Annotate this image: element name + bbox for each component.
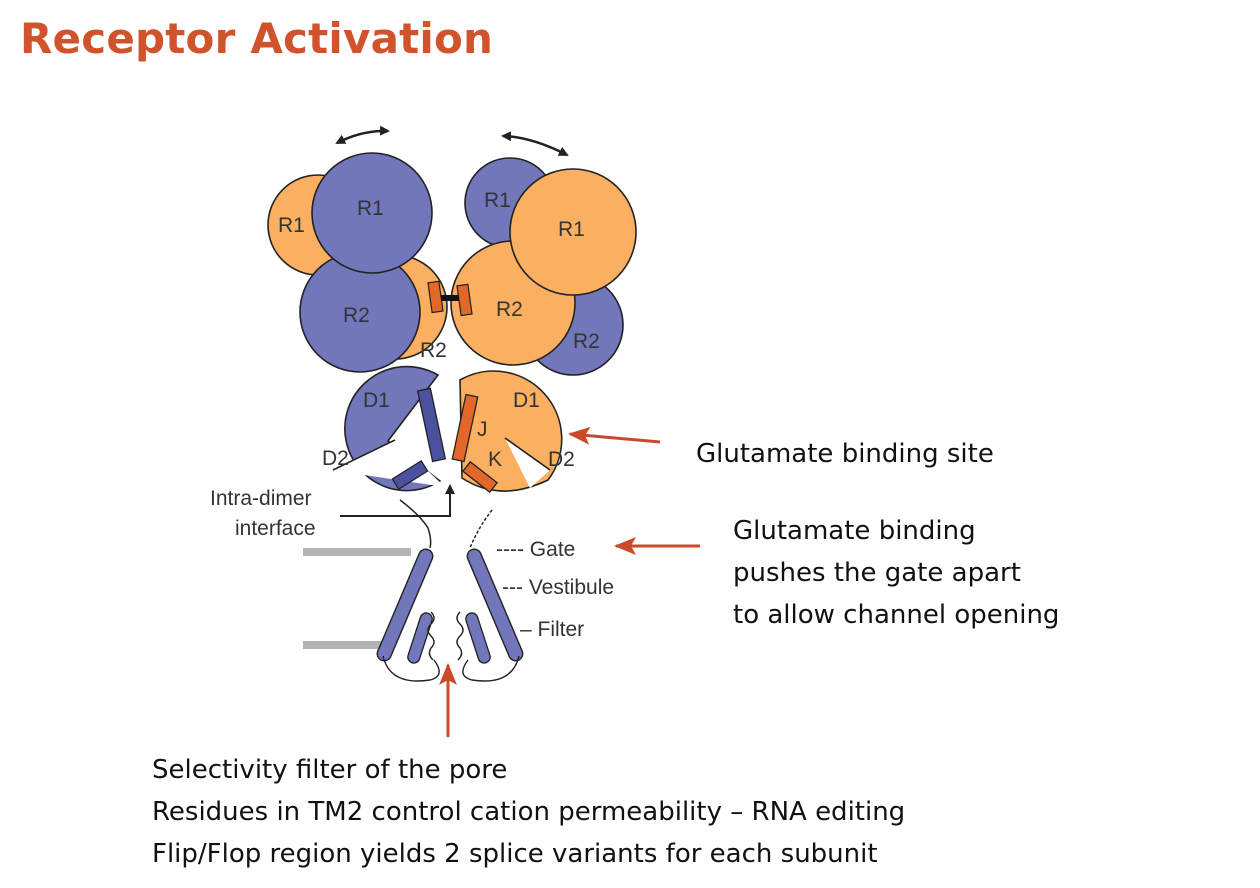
label-right-d2: D2 bbox=[548, 448, 575, 471]
right-bottom-loop bbox=[462, 655, 520, 682]
left-m2-helix bbox=[407, 612, 433, 664]
binding-site-text: Glutamate binding site bbox=[696, 439, 994, 469]
label-left-front-r1: R1 bbox=[357, 197, 384, 220]
left-dimer bbox=[267, 152, 448, 373]
helix-j bbox=[451, 393, 479, 463]
binding-site-arrow bbox=[568, 426, 661, 445]
label-helix-j: J bbox=[477, 418, 488, 441]
membrane-bottom bbox=[303, 641, 381, 649]
filter-note-1: Selectivity filter of the pore bbox=[152, 755, 508, 785]
left-linker bbox=[399, 499, 432, 549]
ntd-contact bbox=[427, 280, 473, 317]
label-right-front-r2: R2 bbox=[496, 298, 523, 321]
left-filter-loop bbox=[427, 611, 435, 661]
helix-k bbox=[461, 460, 499, 494]
left-lbd-helix-1 bbox=[416, 387, 447, 463]
gate-annotation: Glutamate binding pushes the gate apart … bbox=[733, 510, 1059, 636]
right-dimer bbox=[450, 157, 637, 376]
right-linker bbox=[469, 509, 493, 549]
left-lbd-helix-2 bbox=[391, 460, 429, 490]
label-right-back-r2: R2 bbox=[573, 330, 600, 353]
right-front-r1-lobe bbox=[509, 168, 637, 296]
gate-annotation-line2: pushes the gate apart bbox=[733, 558, 1021, 588]
membrane-top bbox=[303, 548, 411, 556]
gate-label: ---- Gate bbox=[496, 538, 575, 561]
vestibule-label: --- Vestibule bbox=[502, 576, 614, 599]
ntd-helix-left bbox=[427, 280, 444, 314]
filter-annotation: Selectivity filter of the pore Residues … bbox=[152, 749, 905, 875]
right-filter-loop bbox=[456, 611, 464, 661]
label-left-d2: D2 bbox=[322, 447, 349, 470]
label-right-back-r1: R1 bbox=[484, 189, 511, 212]
left-rotation-arrow bbox=[335, 125, 390, 145]
filter-label: – Filter bbox=[520, 618, 584, 641]
gate-annotation-line1: Glutamate binding bbox=[733, 516, 976, 546]
left-m3-helix bbox=[376, 548, 434, 662]
label-left-back-r1: R1 bbox=[278, 214, 305, 237]
slide-title: Receptor Activation bbox=[20, 14, 494, 63]
filter-note-3: Flip/Flop region yields 2 splice variant… bbox=[152, 839, 878, 869]
right-rotation-arrow bbox=[501, 131, 569, 157]
label-right-front-r1: R1 bbox=[558, 218, 585, 241]
gate-annotation-line3: to allow channel opening bbox=[733, 600, 1060, 630]
binding-site-annotation: Glutamate binding site bbox=[696, 433, 994, 475]
label-right-d1: D1 bbox=[513, 389, 540, 412]
right-lbd-cleft bbox=[505, 438, 550, 488]
label-left-front-r2: R2 bbox=[343, 304, 370, 327]
interface-label-line1: Intra-dimer bbox=[210, 487, 312, 510]
label-left-back-r2: R2 bbox=[420, 339, 447, 362]
label-left-d1: D1 bbox=[363, 389, 390, 412]
ntd-bridge bbox=[441, 295, 459, 301]
left-bottom-loop bbox=[382, 655, 440, 682]
filter-note-2: Residues in TM2 control cation permeabil… bbox=[152, 797, 906, 827]
interface-pointer bbox=[340, 484, 455, 517]
label-helix-k: K bbox=[488, 448, 502, 471]
interface-label-line2: interface bbox=[235, 517, 316, 540]
right-m2-helix bbox=[465, 612, 491, 664]
ntd-helix-right bbox=[456, 283, 473, 317]
left-front-r1-lobe bbox=[311, 152, 433, 274]
